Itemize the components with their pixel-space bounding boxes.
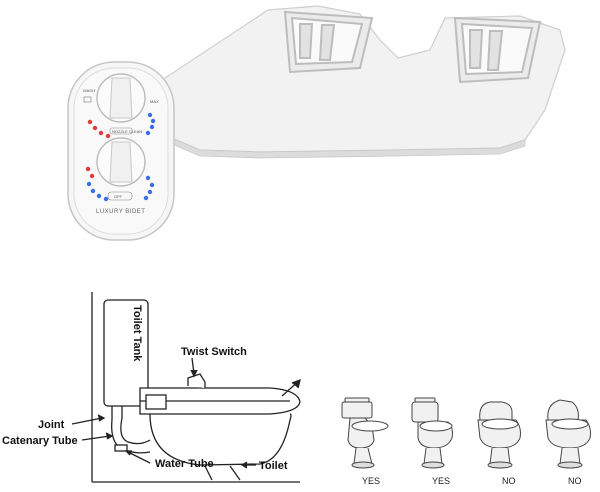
installation-diagram <box>71 292 301 483</box>
bidet-attachment: WASH MAX NOZZLE CLEAN OFF LUXURY BIDET <box>67 5 566 241</box>
hot-indicator-dots <box>85 119 111 179</box>
toilet-type-3 <box>477 401 521 469</box>
label-nozzle-clean: NOZZLE CLEAN <box>112 129 142 134</box>
bracket-left <box>283 10 374 74</box>
compat-label-2: YES <box>432 476 450 486</box>
label-max: MAX <box>150 99 159 104</box>
label-catenary-tube: Catenary Tube <box>2 435 78 447</box>
toilet-type-4 <box>545 399 591 469</box>
brand-label: LUXURY BIDET <box>96 209 145 215</box>
wash-icon <box>83 96 92 103</box>
label-toilet-tank: Toilet Tank <box>131 305 143 362</box>
toilet-tank <box>103 299 149 407</box>
temperature-knob[interactable] <box>96 137 146 187</box>
label-water-tube: Water Tube <box>155 458 214 470</box>
pressure-knob[interactable] <box>96 73 146 123</box>
compatibility-toilets <box>341 397 591 469</box>
label-toilet: Toilet <box>259 460 288 472</box>
compat-label-3: NO <box>502 476 516 486</box>
toilet-type-1 <box>341 397 389 469</box>
plate-edge <box>164 134 526 159</box>
label-off: OFF <box>114 194 123 199</box>
label-twist-switch: Twist Switch <box>181 346 247 358</box>
toilet-type-2 <box>411 397 453 469</box>
off-badge <box>107 191 133 201</box>
twist-switch <box>187 373 206 388</box>
nozzle-clean-badge <box>109 127 133 135</box>
compat-label-1: YES <box>362 476 380 486</box>
label-wash: WASH <box>83 88 95 93</box>
compat-label-4: NO <box>568 476 582 486</box>
label-joint: Joint <box>38 419 65 431</box>
bracket-right <box>453 16 542 84</box>
cold-indicator-dots <box>86 112 156 202</box>
